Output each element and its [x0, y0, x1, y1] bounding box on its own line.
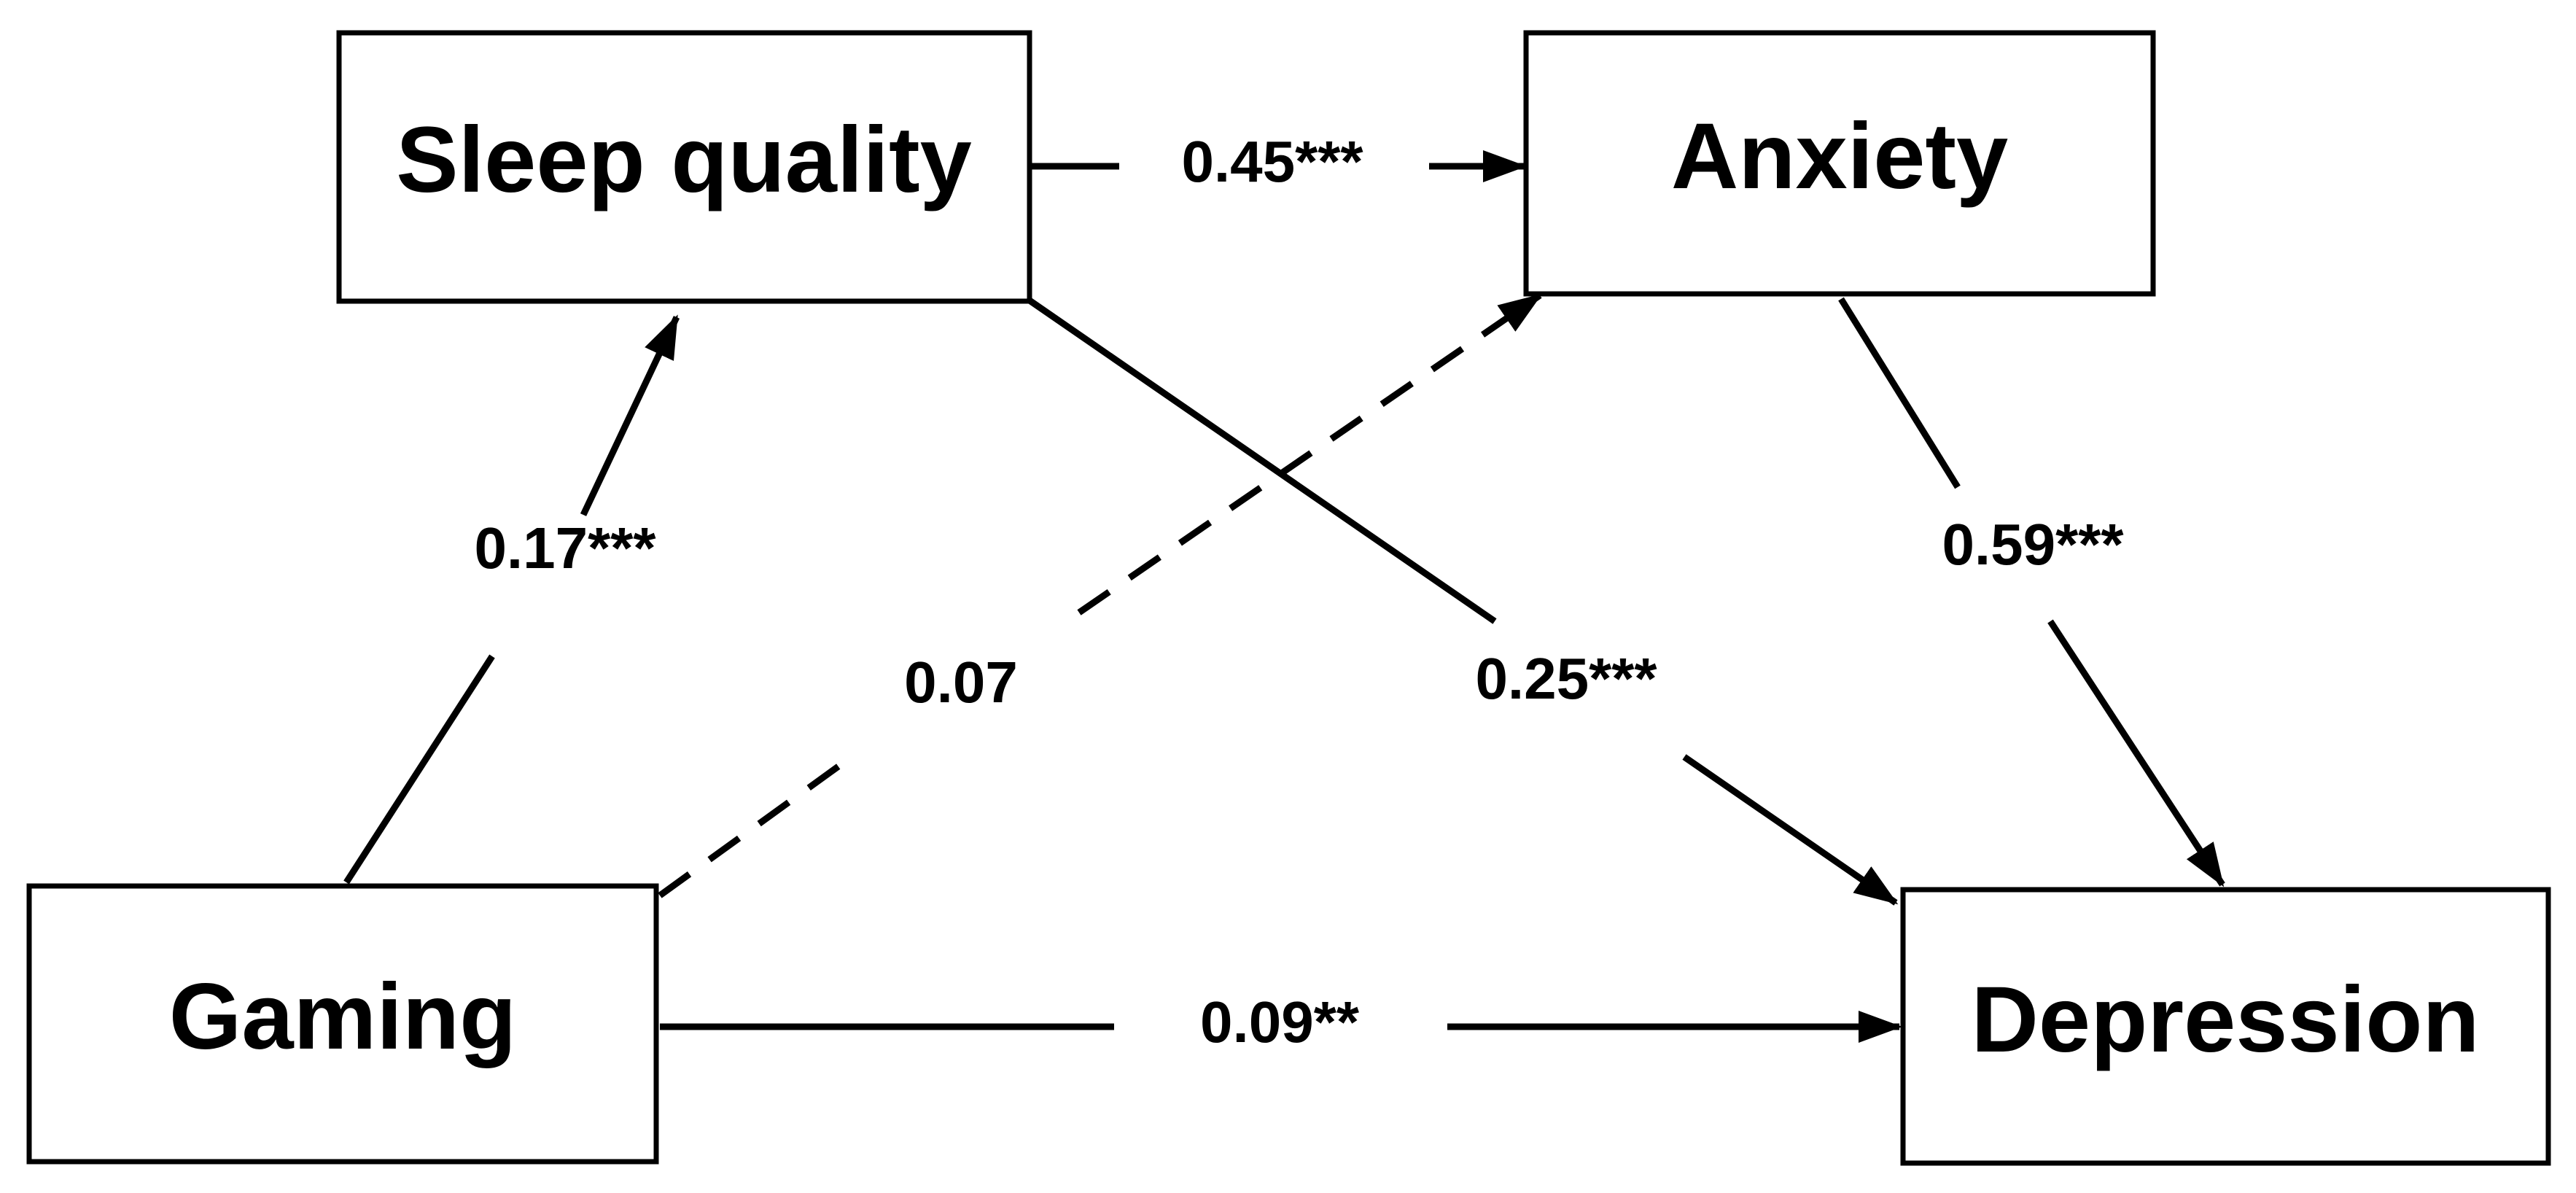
edge-label-gaming-depression: 0.09**: [1200, 990, 1360, 1054]
edge-anxiety-depression-arrow: [2047, 619, 2225, 887]
edge-sleep-depression-arrow: [1682, 754, 1899, 906]
node-sleep-quality-label: Sleep quality: [396, 108, 972, 212]
edge-label-gaming-anxiety: 0.07: [904, 650, 1018, 715]
node-gaming-label: Gaming: [169, 965, 517, 1069]
edge-sleep-depression-segment-1: [1027, 298, 1497, 624]
node-gaming-box: [26, 883, 659, 1165]
node-sleep-quality: Sleep quality: [336, 30, 1032, 304]
node-anxiety-box: [1523, 30, 2156, 297]
edge-gaming-anxiety-arrow: [1077, 292, 1543, 615]
node-anxiety-label: Anxiety: [1671, 104, 2008, 209]
edge-gaming-anxiety-segment-1: [658, 755, 852, 898]
edge-label-sleep-anxiety: 0.45***: [1181, 129, 1363, 194]
node-depression-label: Depression: [1971, 968, 2479, 1072]
node-sleep-quality-box: [336, 30, 1032, 304]
edge-anxiety-depression-segment-1: [1838, 297, 1961, 489]
node-anxiety: Anxiety: [1523, 30, 2156, 297]
edge-gaming-sleep-segment-1: [343, 654, 495, 885]
node-gaming: Gaming: [26, 883, 659, 1165]
edge-label-anxiety-depression: 0.59***: [1942, 512, 2124, 577]
edge-gaming-sleep-arrow: [580, 314, 680, 516]
edge-label-sleep-depression: 0.25***: [1475, 646, 1657, 711]
node-depression: Depression: [1900, 887, 2551, 1166]
edge-label-gaming-sleep: 0.17***: [474, 516, 656, 580]
node-depression-box: [1900, 887, 2551, 1166]
